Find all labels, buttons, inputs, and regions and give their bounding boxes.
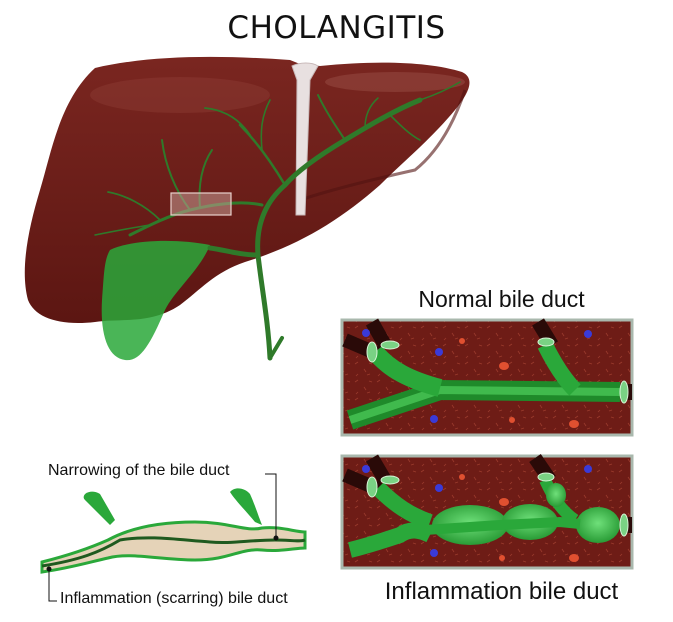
inflammation-duct-panel <box>340 454 634 570</box>
diagram-title: CHOLANGITIS <box>227 10 446 46</box>
inset-marker <box>170 192 232 216</box>
blue-cell-icon <box>362 329 370 337</box>
narrowing-annotation: Narrowing of the bile duct <box>48 462 230 479</box>
normal-duct-label: Normal bile duct <box>418 286 585 312</box>
normal-duct-panel <box>340 318 634 437</box>
liver-illustration <box>24 56 470 361</box>
inflammation-duct-label: Inflammation bile duct <box>384 578 619 605</box>
red-cell-icon <box>499 362 509 370</box>
scarring-annotation: Inflammation (scarring) bile duct <box>60 590 288 607</box>
scarred-duct-illustration <box>40 473 307 602</box>
